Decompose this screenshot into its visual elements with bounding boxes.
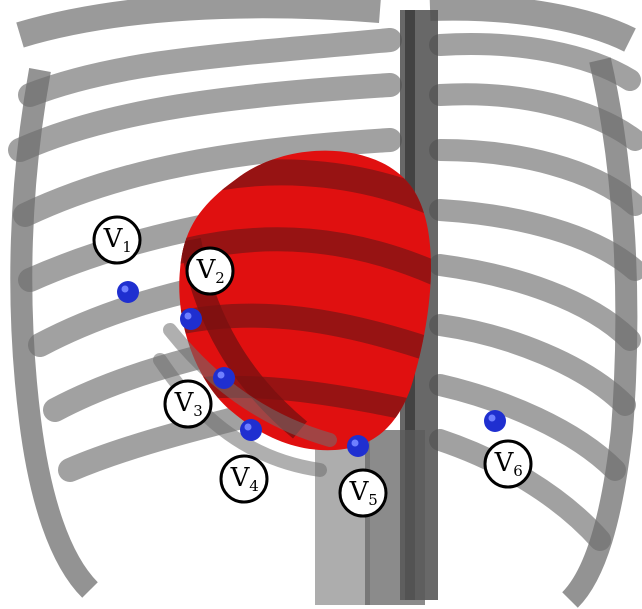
electrode-highlight	[352, 440, 359, 447]
electrode-v3	[213, 367, 235, 389]
lead-label-subscript: 2	[215, 269, 225, 287]
lead-label-letter: V	[349, 477, 370, 507]
right-rib	[440, 150, 635, 205]
electrode-v5	[347, 435, 369, 457]
lead-label-letter: V	[196, 255, 217, 285]
lead-label-subscript: 4	[249, 477, 259, 495]
lead-label-letter: V	[174, 388, 195, 418]
electrode-v2	[180, 308, 202, 330]
electrode-highlight	[245, 424, 252, 431]
electrode-v6	[484, 410, 506, 432]
lead-label-subscript: 5	[368, 491, 378, 509]
lead-label-letter: V	[103, 224, 124, 254]
lead-label-subscript: 3	[193, 402, 203, 420]
top-rib-left	[20, 5, 380, 35]
lead-label-subscript: 1	[122, 238, 132, 256]
electrode-highlight	[122, 286, 129, 293]
electrode-highlight	[218, 372, 225, 379]
electrode-v1	[117, 281, 139, 303]
electrode-highlight	[185, 313, 192, 320]
lead-label-subscript: 6	[513, 462, 523, 480]
electrode-v4	[240, 419, 262, 441]
lead-label-letter: V	[494, 448, 515, 478]
lead-label-letter: V	[230, 463, 251, 493]
electrode-highlight	[489, 415, 496, 422]
